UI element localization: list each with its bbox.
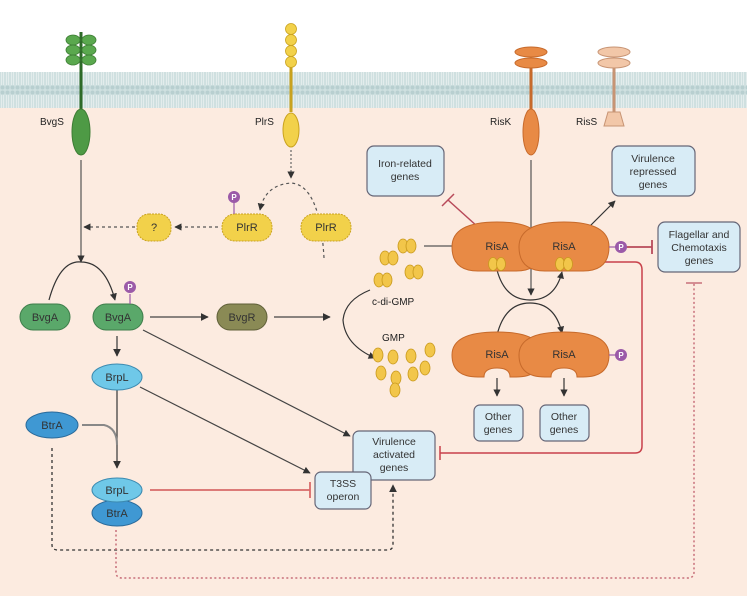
svg-text:Iron-related: Iron-related xyxy=(378,158,432,170)
svg-text:RisA: RisA xyxy=(485,349,509,361)
svg-text:Other: Other xyxy=(485,411,512,423)
other-genes-box-1[interactable]: Other genes xyxy=(473,404,524,442)
risa-p-to-virulence-repressed-arrow xyxy=(587,200,616,229)
svg-text:genes: genes xyxy=(685,255,714,267)
svg-text:Virulence: Virulence xyxy=(372,436,416,448)
extracellular-space xyxy=(0,0,747,72)
bvga-phosphorylation-arrow xyxy=(48,261,117,301)
bvga-phosphorylated-node[interactable]: BvgA xyxy=(92,303,144,331)
risa-inhibits-iron-genes xyxy=(447,199,479,228)
svg-text:BvgR: BvgR xyxy=(229,312,256,324)
svg-text:genes: genes xyxy=(550,424,579,436)
phospho-badge-risa-4: P xyxy=(609,349,627,361)
virulence-activated-genes-box[interactable]: Virulence activated genes xyxy=(352,430,436,481)
phospho-badge-bvga: P xyxy=(124,281,136,293)
svg-text:P: P xyxy=(618,351,624,360)
t3ss-operon-box[interactable]: T3SS operon xyxy=(314,471,372,510)
risa-phosphorylation-arrow-upper xyxy=(496,269,564,301)
svg-text:genes: genes xyxy=(484,424,513,436)
plrs-label: PlrS xyxy=(255,117,274,128)
cell-membrane xyxy=(0,72,747,108)
flagellar-chemotaxis-genes-box[interactable]: Flagellar and Chemotaxis genes xyxy=(657,221,741,273)
svg-text:BvgA: BvgA xyxy=(32,312,59,324)
risa-phosphorylation-arrow-lower xyxy=(496,302,565,336)
gmp-molecules xyxy=(372,342,436,398)
brpl-to-t3ss-arrow xyxy=(139,386,311,474)
svg-text:repressed: repressed xyxy=(630,166,677,178)
svg-text:BrpL: BrpL xyxy=(105,372,128,384)
svg-text:PlrR: PlrR xyxy=(315,222,336,234)
svg-text:Virulence: Virulence xyxy=(631,153,675,165)
plrr-node[interactable]: PlrR xyxy=(300,213,352,242)
riss-label: RisS xyxy=(576,117,597,128)
bvgs-label: BvgS xyxy=(40,117,64,128)
svg-text:Flagellar and: Flagellar and xyxy=(669,229,730,241)
svg-text:RisA: RisA xyxy=(485,241,509,253)
virulence-repressed-genes-box[interactable]: Virulence repressed genes xyxy=(611,145,696,197)
cdigmp-to-gmp-arrow xyxy=(342,289,376,359)
unknown-factor-node[interactable]: ? xyxy=(136,213,172,242)
phospho-badge-plrr: P xyxy=(228,191,240,203)
phospho-badge-risa-2: P xyxy=(609,241,627,253)
svg-text:T3SS: T3SS xyxy=(330,478,356,490)
svg-text:RisA: RisA xyxy=(552,349,576,361)
bvga-to-virulence-activated-arrow xyxy=(142,329,351,437)
svg-text:BtrA: BtrA xyxy=(41,420,63,432)
brpl-node[interactable]: BrpL xyxy=(91,363,143,391)
bvgr-node[interactable]: BvgR xyxy=(216,303,268,331)
complex-btra-label: BtrA xyxy=(106,508,128,520)
complex-brpl-label: BrpL xyxy=(105,485,128,497)
other-genes-box-2[interactable]: Other genes xyxy=(539,404,590,442)
risa-phosphorylated-cdigmp-bound-node[interactable]: RisA xyxy=(518,221,610,272)
risa-cdigmp-bound-node[interactable]: RisA xyxy=(451,221,543,272)
bvga-node[interactable]: BvgA xyxy=(19,303,71,331)
svg-text:P: P xyxy=(618,243,624,252)
svg-text:RisA: RisA xyxy=(552,241,576,253)
svg-text:Other: Other xyxy=(551,411,578,423)
svg-text:Chemotaxis: Chemotaxis xyxy=(671,242,726,254)
cdigmp-molecules xyxy=(373,238,424,288)
svg-text:?: ? xyxy=(151,222,157,234)
gmp-label: GMP xyxy=(382,333,405,344)
risa-phosphorylated-node[interactable]: RisA xyxy=(518,331,610,378)
brpl-btra-complex[interactable]: BrpL BtrA xyxy=(91,477,143,527)
complex-inhibits-flagellar-dotted xyxy=(115,283,695,579)
svg-text:PlrR: PlrR xyxy=(236,222,257,234)
btra-to-complex-arrow xyxy=(82,424,118,446)
svg-text:genes: genes xyxy=(639,179,668,191)
plrs-protein xyxy=(282,23,300,148)
btra-node[interactable]: BtrA xyxy=(25,411,79,439)
svg-text:activated: activated xyxy=(373,449,415,461)
risk-label: RisK xyxy=(490,117,511,128)
risa-node[interactable]: RisA xyxy=(451,331,543,378)
svg-text:P: P xyxy=(231,193,237,202)
riss-protein xyxy=(597,46,631,127)
svg-text:operon: operon xyxy=(327,491,360,503)
iron-related-genes-box[interactable]: Iron-related genes xyxy=(366,145,445,197)
svg-text:BvgA: BvgA xyxy=(105,312,132,324)
svg-text:genes: genes xyxy=(391,171,420,183)
svg-text:genes: genes xyxy=(380,462,409,474)
risk-protein xyxy=(514,46,548,156)
bvgs-protein xyxy=(65,32,97,156)
cdigmp-label: c-di-GMP xyxy=(372,297,415,308)
risa-p-inhibits-virulence-activated xyxy=(440,261,643,454)
btra-to-virulence-activated-dotted xyxy=(51,448,397,551)
svg-text:P: P xyxy=(127,283,133,292)
plrr-phosphorylated-node[interactable]: PlrR xyxy=(221,213,273,242)
